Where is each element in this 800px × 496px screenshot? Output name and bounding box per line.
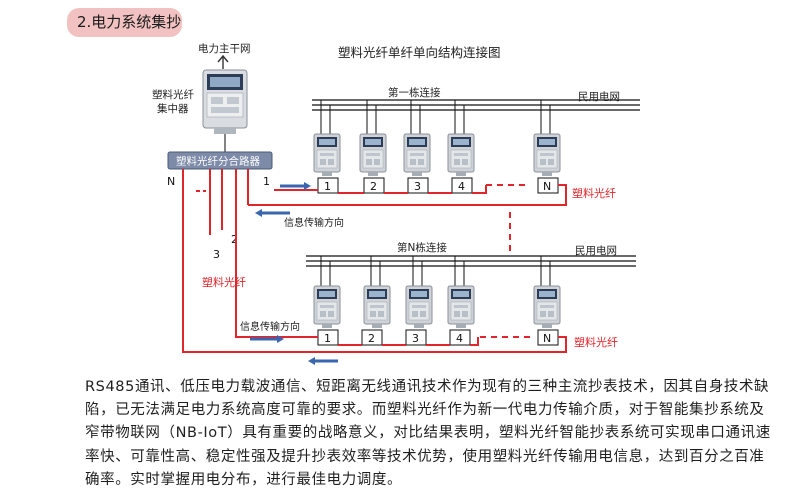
fiber-label-1: 塑料光纤 bbox=[572, 186, 616, 200]
civil-grid-label-1: 民用电网 bbox=[578, 90, 620, 103]
splitter-label: 塑料光纤分合路器 bbox=[176, 155, 260, 168]
meter-b1-n bbox=[533, 133, 561, 177]
bn-port-1: 1 bbox=[324, 332, 331, 345]
splitter-port-1: 1 bbox=[263, 175, 270, 188]
collector-label-line2: 集中器 bbox=[157, 102, 189, 115]
buildingN-label: 第N栋连接 bbox=[397, 241, 447, 254]
civil-grid-label-2: 民用电网 bbox=[575, 244, 617, 257]
meter-b1-3 bbox=[403, 133, 431, 177]
meter-bn-2 bbox=[363, 285, 391, 329]
b1-port-1: 1 bbox=[324, 180, 331, 193]
meter-bn-1 bbox=[313, 285, 341, 329]
up-arrow-icon bbox=[217, 54, 229, 69]
b1-port-n: N bbox=[543, 180, 551, 193]
bn-port-n: N bbox=[543, 332, 551, 345]
meter-b1-1 bbox=[313, 133, 341, 177]
splitter-box bbox=[167, 151, 273, 170]
bn-port-4: 4 bbox=[456, 332, 463, 345]
b1-port-4: 4 bbox=[458, 180, 465, 193]
fiber-label-2: 塑料光纤 bbox=[574, 335, 618, 349]
info-direction-label-2: 信息传输方向 bbox=[240, 320, 300, 333]
meter-b1-2 bbox=[359, 133, 387, 177]
splitter-port-n: N bbox=[167, 175, 175, 188]
meter-bn-3 bbox=[405, 285, 433, 329]
fiber-label-main: 塑料光纤 bbox=[202, 275, 246, 289]
collector-device bbox=[202, 69, 248, 134]
description-paragraph: RS485通讯、低压电力载波通信、短距离无线通讯技术作为现有的三种主流抄表技术，… bbox=[85, 379, 771, 488]
b1-port-2: 2 bbox=[370, 180, 377, 193]
info-direction-label-1: 信息传输方向 bbox=[284, 216, 344, 229]
meter-bn-n bbox=[533, 285, 561, 329]
splitter-port-2: 2 bbox=[231, 233, 238, 246]
bn-port-2: 2 bbox=[368, 332, 375, 345]
collector-label-line1: 塑料光纤 bbox=[152, 88, 194, 101]
grid-top-label: 电力主干网 bbox=[198, 42, 251, 55]
meter-b1-4 bbox=[447, 133, 475, 177]
building1-label: 第一栋连接 bbox=[388, 86, 441, 99]
b1-port-3: 3 bbox=[414, 180, 421, 193]
section-title: 2.电力系统集抄 bbox=[67, 8, 182, 37]
diagram-title: 塑料光纤单纤单向结构连接图 bbox=[338, 45, 501, 60]
splitter-port-3: 3 bbox=[213, 248, 220, 261]
fiber-connection-diagram: 塑料光纤单纤单向结构连接图 电力主干网 塑料光纤 集中器 塑料光纤分合路器 第一… bbox=[152, 42, 640, 365]
meter-bn-4 bbox=[447, 285, 475, 329]
bn-port-3: 3 bbox=[412, 332, 419, 345]
